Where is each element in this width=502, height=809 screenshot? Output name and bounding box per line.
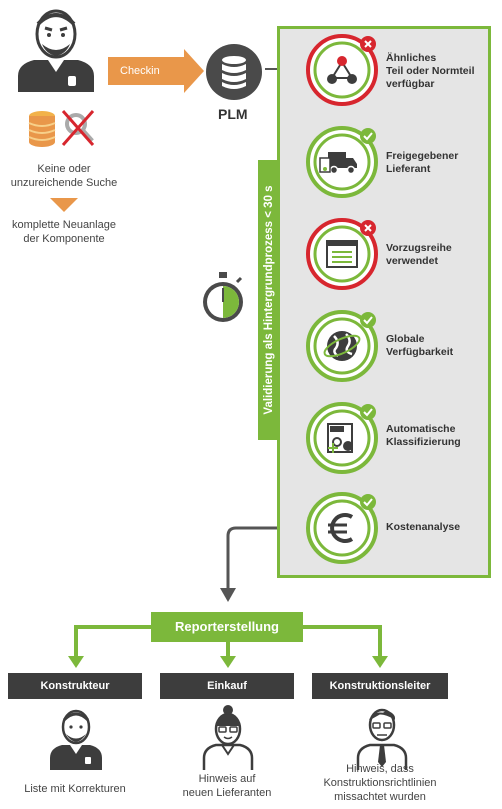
step-global-availability (306, 310, 378, 382)
checkin-arrowhead (184, 49, 204, 93)
engineer-avatar-icon (18, 9, 94, 92)
truck-icon (319, 152, 357, 175)
note-purchasing: Hinweis auf neuen Lieferanten (182, 773, 272, 799)
plm-label: PLM (218, 106, 248, 122)
manager-avatar-icon (356, 708, 408, 770)
down-arrow-icon (50, 198, 78, 212)
role-design-lead: Konstruktionsleiter (312, 673, 448, 699)
database-icon (206, 44, 262, 100)
step-label-global-availability: Globale Verfügbarkeit (386, 333, 454, 358)
validation-label: Validierung als Hintergrundprozess < 30 … (258, 160, 280, 440)
stopwatch-icon (203, 272, 243, 322)
step-circles (306, 34, 378, 564)
validation-panel (277, 26, 491, 578)
step-label-cost-analysis: Kostenanalyse (386, 521, 461, 533)
molecule-icon (327, 56, 357, 84)
ok-badge-icon (360, 312, 376, 328)
ok-badge-icon (360, 494, 376, 510)
step-supplier (306, 126, 378, 198)
report-banner: Reporterstellung (151, 612, 303, 642)
step-label-supplier: Freigegebener Lieferant (386, 150, 459, 175)
classification-icon (327, 423, 353, 453)
engineer-avatar-icon (50, 709, 102, 770)
note-designer: Liste mit Korrekturen (24, 783, 126, 795)
coins-icon (28, 111, 56, 147)
step-similar-part (306, 34, 378, 106)
globe-icon (323, 331, 361, 361)
fail-badge-icon (360, 220, 376, 236)
search-note: Keine oder unzureichende Suche (10, 163, 118, 189)
crossed-search-icon (61, 110, 95, 146)
step-classification (306, 402, 378, 474)
ok-badge-icon (360, 404, 376, 420)
role-designer: Konstrukteur (8, 673, 142, 699)
checkin-arrow: Checkin (108, 57, 184, 85)
step-label-preferred-series: Vorzugsreihe verwendet (386, 242, 452, 267)
list-window-icon (326, 240, 358, 268)
buyer-avatar-icon (202, 705, 254, 770)
step-label-similar-part: Ähnliches Teil oder Normteil verfügbar (386, 52, 475, 90)
note-design-lead: Hinweis, dass Konstruktionsrichtlinien m… (323, 763, 437, 803)
step-cost-analysis (306, 492, 378, 564)
fail-badge-icon (360, 36, 376, 52)
euro-icon (328, 513, 354, 543)
ok-badge-icon (360, 128, 376, 144)
step-label-classification: Automatische Klassifizierung (386, 423, 461, 448)
new-component-note: komplette Neuanlage der Komponente (12, 219, 116, 245)
role-purchasing: Einkauf (160, 673, 294, 699)
step-preferred-series (306, 218, 378, 290)
